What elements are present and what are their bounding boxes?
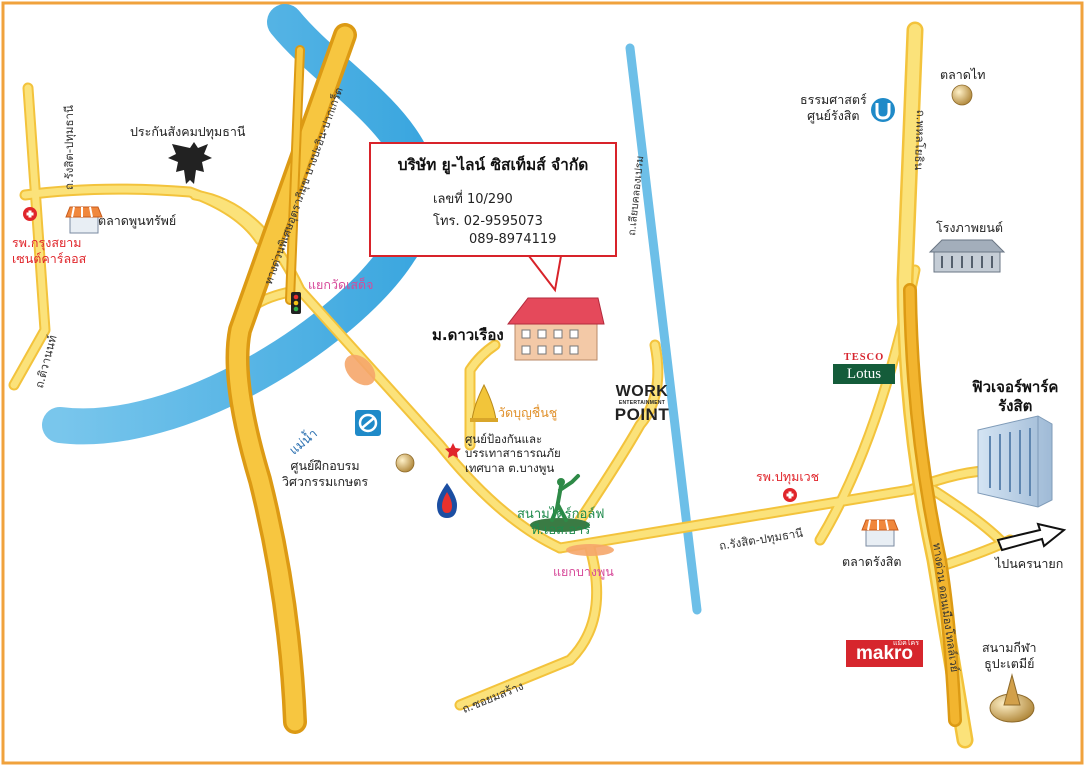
label-disaster-center: ศูนย์ป้องกันและ บรรเทาสาธารณภัย เทศบาล ต…	[465, 432, 561, 475]
label-agri-center: ศูนย์ฝึกอบรม วิศวกรรมเกษตร	[282, 458, 369, 489]
label-market-thai: ตลาดไท	[940, 67, 986, 82]
label-market-poonsap: ตลาดพูนทรัพย์	[98, 213, 177, 228]
company-phone-1: โทร. 02-9595073	[433, 214, 543, 229]
direction-arrow-icon	[996, 522, 1067, 552]
company-name: บริษัท ยู-ไลน์ ซิสเท็มส์ จำกัด	[397, 156, 589, 174]
label-to-nakhon-nayok: ไปนครนายก	[995, 556, 1064, 571]
label-intersection-wat-sadet: แยกวัดเสด็จ	[308, 277, 374, 292]
gas-station-logo-icon	[437, 483, 457, 518]
makro-logo-text: makro	[855, 643, 914, 664]
label-future-park: ฟิวเจอร์พาร์ค รังสิต	[972, 378, 1059, 415]
label-social-security: ประกันสังคมปทุมธานี	[130, 124, 246, 139]
university-logo-icon	[871, 98, 895, 122]
company-callout: บริษัท ยู-ไลน์ ซิสเท็มส์ จำกัด เลขที่ 10…	[369, 142, 617, 257]
lotus-logo-text: Lotus	[833, 364, 895, 384]
workpoint-logo-bottom: POINT	[614, 405, 670, 424]
golf-icon	[530, 474, 590, 532]
temple-icon	[470, 383, 498, 422]
company-address: เลขที่ 10/290	[433, 192, 513, 207]
canal-prem	[625, 43, 702, 615]
label-cinema: โรงภาพยนต์	[936, 220, 1004, 235]
workpoint-logo: WORK ENTERTAINMENT POINT	[614, 383, 670, 424]
makro-logo: makro แม็คโคร	[846, 640, 923, 667]
label-thammasat: ธรรมศาสตร์ ศูนย์รังสิต	[800, 92, 867, 123]
garuda-emblem-icon	[168, 142, 212, 184]
workpoint-logo-mid: ENTERTAINMENT	[618, 400, 666, 406]
company-phone-2: 089-8974119	[469, 232, 557, 247]
interchange-marker	[344, 354, 376, 386]
hospital-icon	[23, 207, 37, 221]
road-label-phahonyothin: ถ.พหลโยธิน	[911, 109, 928, 171]
village-house-icon	[506, 297, 605, 361]
star-icon	[445, 443, 461, 458]
landmark-dot-icon	[395, 453, 415, 473]
label-wat-boonchuen: วัดบุญชื่นชู	[498, 405, 558, 420]
label-village: ม.ดาวเรือง	[432, 326, 504, 344]
label-golf-driving-range: สนามไดร์กอล์ฟ ที.เอส.อาร์	[517, 507, 605, 539]
market-icon	[65, 206, 103, 234]
agri-logo-icon	[355, 410, 381, 436]
label-hospital-krungsiam: รพ.กรุงสยาม เซนต์คาร์ลอส	[12, 235, 87, 266]
label-intersection-bangpoon: แยกบางพูน	[553, 564, 614, 579]
callout-pointer	[528, 255, 562, 293]
traffic-light-icon	[291, 292, 301, 314]
market-icon	[861, 519, 899, 547]
stadium-icon	[989, 673, 1035, 723]
interchange-marker	[566, 544, 614, 556]
label-stadium: สนามกีฬา ธูปะเตมีย์	[982, 640, 1037, 671]
label-hospital-pathumvej: รพ.ปทุมเวช	[756, 469, 820, 484]
tesco-logo-text: TESCO	[843, 352, 885, 363]
cinema-building-icon	[928, 239, 1006, 273]
makro-logo-small-text: แม็คโคร	[892, 640, 919, 647]
workpoint-logo-top: WORK	[615, 383, 669, 400]
road-label-rangsit-pathum-left: ถ.รังสิต-ปทุมธานี	[62, 105, 76, 190]
shopping-mall-building-icon	[977, 415, 1053, 508]
tesco-lotus-logo: TESCO Lotus	[833, 352, 895, 384]
landmark-dot-icon	[951, 84, 973, 106]
highways	[225, 21, 974, 749]
label-market-rangsit: ตลาดรังสิต	[842, 554, 902, 569]
hospital-icon	[783, 488, 797, 502]
